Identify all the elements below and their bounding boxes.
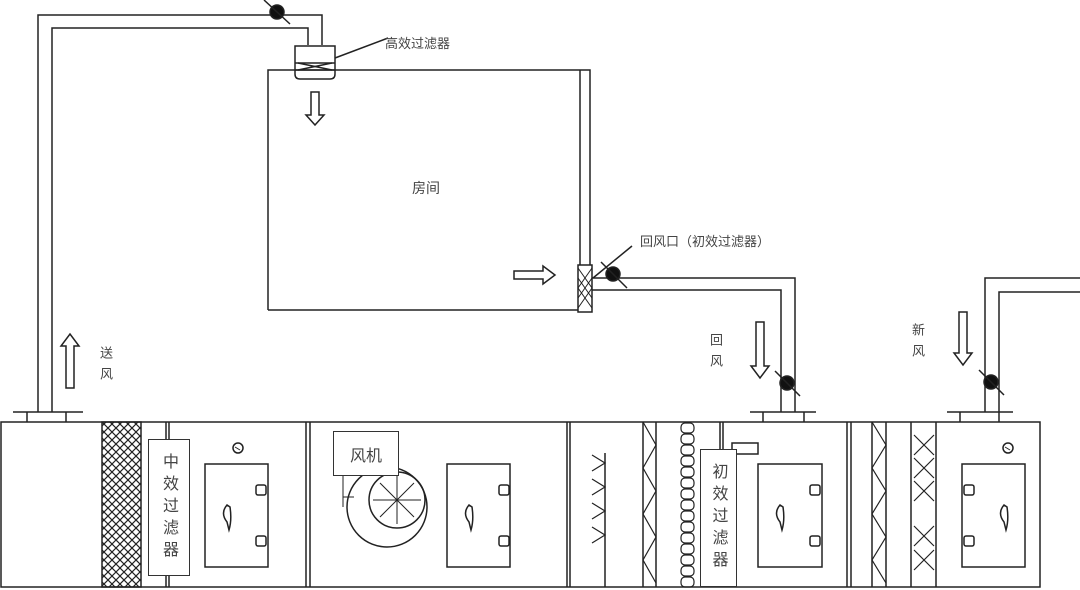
- fresh-air-duct: [984, 277, 1080, 412]
- arrow-down-icon: [304, 91, 326, 127]
- small-panel: [731, 442, 759, 455]
- humidifier-cell: [680, 466, 695, 478]
- hepa-filter-icon: [294, 37, 389, 80]
- return-damper-icon: [600, 261, 628, 289]
- return-leader-line: [592, 245, 633, 279]
- humidifier-cell: [680, 554, 695, 566]
- fresh-damper-icon: [978, 369, 1005, 396]
- humidifier-cell: [680, 433, 695, 445]
- coil-chevrons-icon: [591, 453, 607, 587]
- humidifier-cell: [680, 510, 695, 522]
- supply-arrow-up-icon: [59, 332, 81, 389]
- mesh-filter-icon: [101, 421, 142, 588]
- humidifier-cell: [680, 532, 695, 544]
- room-label: 房间: [412, 181, 440, 197]
- humidifier-cell: [680, 488, 695, 500]
- hepa-filter-label: 高效过滤器: [385, 37, 451, 52]
- humidifier-cell: [680, 521, 695, 533]
- supply-duct: [37, 14, 323, 412]
- zigzag-filter-icon: [642, 421, 657, 587]
- flanges: [13, 411, 1013, 422]
- humidifier-cell: [680, 455, 695, 467]
- humidifier-cell: [680, 422, 695, 434]
- fan-icon: [342, 466, 428, 548]
- fresh-air-label: 新风: [909, 323, 924, 365]
- hepa-leader-line: [334, 37, 389, 59]
- return-duct: [592, 277, 796, 412]
- access-door-1[interactable]: [204, 463, 269, 568]
- supply-air-label: 送风: [97, 346, 112, 388]
- air-handling-unit: [0, 421, 1041, 588]
- filter-rail-2: [719, 422, 724, 452]
- humidifier-cells-icon: [680, 422, 695, 588]
- primary-filter-label-box: 初效过滤器: [700, 449, 737, 587]
- fan-label: 风机: [349, 445, 382, 465]
- return-duct-damper-icon: [774, 370, 801, 397]
- fan-label-box: 风机: [333, 431, 399, 476]
- return-arrow-down-icon: [749, 321, 771, 380]
- humidifier-cell: [680, 576, 695, 588]
- medium-filter-label-box: 中效过滤器: [148, 439, 190, 576]
- humidifier-cell: [680, 444, 695, 456]
- medium-filter-label: 中效过滤器: [160, 452, 179, 563]
- zigzag-filter-2-icon: [871, 421, 887, 587]
- gauge-2-icon: [1002, 442, 1014, 454]
- supply-damper-icon: [263, 0, 291, 25]
- return-air-label: 回风: [707, 333, 722, 375]
- primary-filter-label: 初效过滤器: [709, 463, 729, 573]
- return-inlet-label: 回风口（初效过滤器）: [640, 235, 771, 250]
- x-filter-icon: [910, 422, 937, 587]
- access-door-4[interactable]: [961, 463, 1026, 568]
- access-door-2[interactable]: [446, 463, 511, 568]
- humidifier-cell: [680, 565, 695, 577]
- room: [267, 69, 591, 311]
- humidifier-cell: [680, 477, 695, 489]
- return-grille-icon: [577, 245, 633, 313]
- fresh-arrow-down-icon: [952, 311, 974, 367]
- gauge-icon: [232, 442, 244, 454]
- humidifier-cell: [680, 499, 695, 511]
- access-door-3[interactable]: [757, 463, 823, 568]
- humidifier-cell: [680, 543, 695, 555]
- arrow-right-icon: [513, 264, 557, 286]
